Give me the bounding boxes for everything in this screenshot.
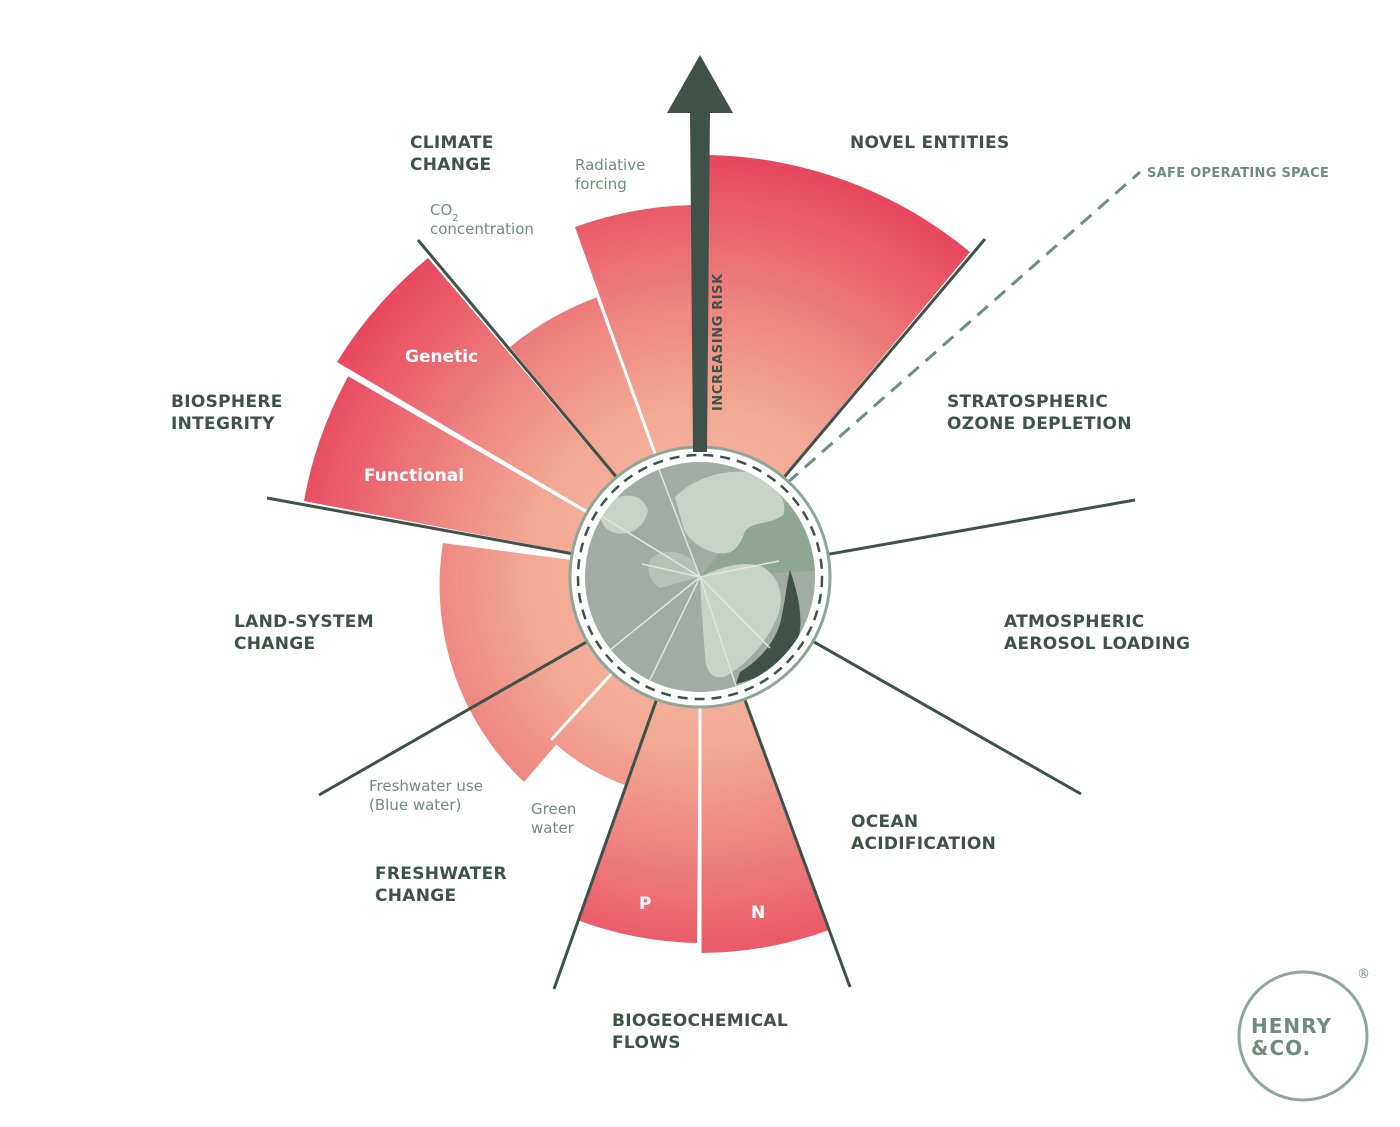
green-water-label: Green water	[531, 800, 581, 837]
safe-operating-space-pointer	[752, 170, 1141, 515]
globe-continent-americas	[600, 495, 648, 534]
earth-globe	[568, 445, 832, 709]
logo-line-2: &CO.	[1251, 1036, 1311, 1060]
radiative-forcing-label: Radiative forcing	[575, 156, 650, 193]
logo-ring	[1237, 970, 1369, 1102]
novel-entities-label: NOVEL ENTITIES	[850, 133, 1009, 153]
safe-boundary-dashed-ring	[576, 453, 824, 701]
sub-labels: Radiative forcing CO2 concentration Fres…	[369, 156, 1329, 837]
arrow-head	[667, 55, 733, 113]
freshwater-use-label: Freshwater use (Blue water)	[369, 777, 488, 814]
logo-line-1: HENRY	[1251, 1014, 1332, 1038]
increasing-risk-label: INCREASING RISK	[711, 273, 726, 411]
ocean-acidification-label: OCEAN ACIDIFICATION	[851, 812, 996, 854]
globe-inner-rays	[589, 462, 780, 690]
category-labels: CLIMATE CHANGE NOVEL ENTITIES STRATOSPHE…	[171, 133, 1190, 1053]
phosphorus-label: P	[639, 894, 651, 914]
biogeochemical-flows-label: BIOGEOCHEMICAL FLOWS	[612, 1011, 794, 1053]
co2-concentration-label: CO2 concentration	[430, 201, 534, 238]
increasing-risk-arrow	[667, 55, 733, 452]
genetic-label: Genetic	[405, 347, 478, 367]
aerosol-loading-label: ATMOSPHERIC AEROSOL LOADING	[1004, 612, 1190, 654]
stratospheric-ozone-label: STRATOSPHERIC OZONE DEPLETION	[947, 392, 1132, 434]
functional-label: Functional	[364, 466, 464, 486]
biosphere-integrity-label: BIOSPHERE INTEGRITY	[171, 392, 289, 434]
globe-continent-eurasia	[675, 471, 785, 554]
arrow-shaft	[690, 112, 710, 452]
nitrogen-label: N	[751, 903, 765, 923]
freshwater-change-label: FRESHWATER CHANGE	[375, 864, 513, 906]
land-system-change-label: LAND-SYSTEM CHANGE	[234, 612, 380, 654]
henry-co-logo: HENRY &CO. ®	[1237, 967, 1370, 1102]
globe-continent-africa	[700, 563, 781, 678]
logo-registered-mark: ®	[1357, 967, 1370, 982]
wedge-labels: Genetic Functional P N	[364, 347, 765, 923]
globe-continent-south-america	[648, 551, 700, 588]
climate-change-label: CLIMATE CHANGE	[410, 133, 500, 175]
safe-operating-space-label: SAFE OPERATING SPACE	[1147, 166, 1329, 181]
